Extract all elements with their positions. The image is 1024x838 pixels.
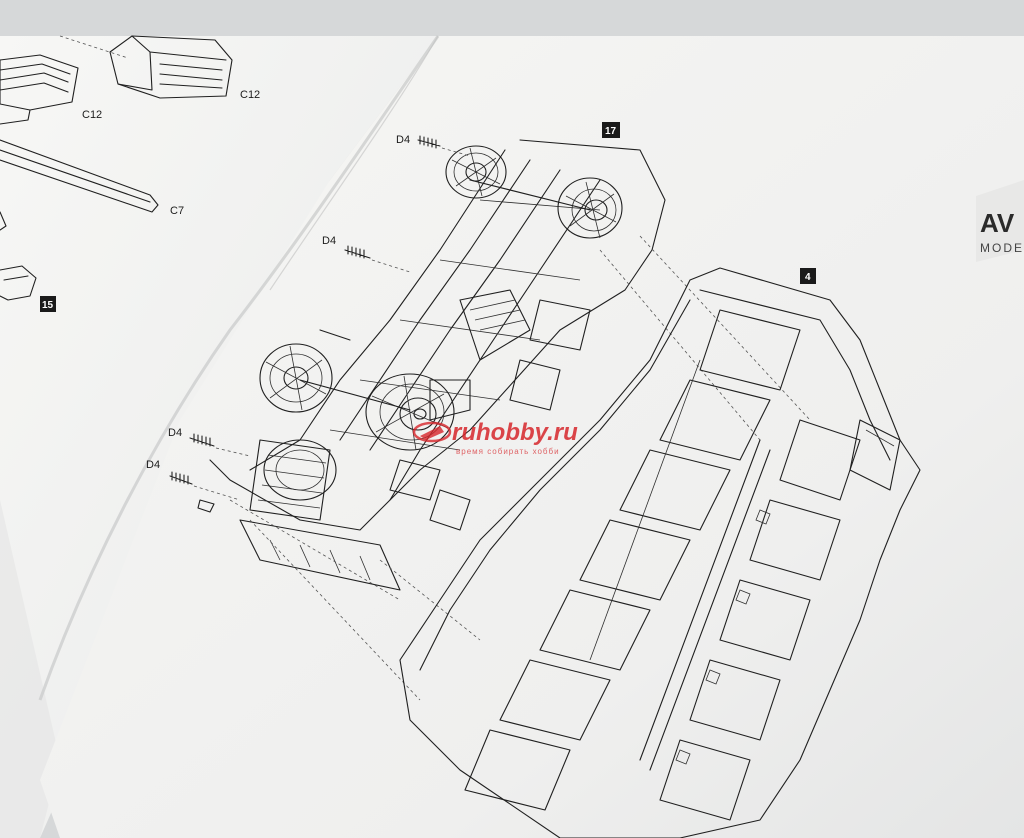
brand-logo: AV MODE	[976, 180, 1024, 262]
spare-wheel	[263, 439, 337, 501]
watermark-logo-icon	[412, 421, 452, 443]
brand-logo-sub: MODE	[980, 241, 1024, 255]
wheel-rear-right	[365, 373, 455, 451]
label-c12-right: C12	[240, 89, 260, 101]
label-d4-2: D4	[322, 235, 336, 247]
part-c12-right	[109, 35, 233, 99]
label-d4-4: D4	[146, 459, 160, 471]
label-d4-1: D4	[396, 134, 410, 146]
label-d4-3: D4	[168, 427, 182, 439]
step-badge-15-label: 15	[42, 300, 54, 311]
step-badge-17-label: 17	[605, 126, 617, 137]
wheel-front-right	[557, 177, 623, 239]
page-spine	[38, 35, 440, 701]
watermark: ruhobby.ru время собирать хобби	[412, 419, 578, 456]
body-shell: 4	[399, 267, 921, 838]
screw-d4-2	[344, 245, 371, 259]
watermark-tagline: время собирать хобби	[456, 447, 560, 456]
brand-logo-text: AV	[980, 208, 1015, 238]
label-c12-left: C12	[82, 109, 102, 121]
left-page-parts: C12 C12 C7 15	[0, 35, 260, 312]
right-page	[38, 35, 1024, 838]
alignment-lines	[229, 235, 811, 701]
step-badge-17	[602, 122, 620, 138]
label-c7: C7	[170, 205, 184, 217]
part-c7-rail	[0, 139, 159, 213]
part-step15	[0, 211, 37, 301]
step-badge-15	[40, 296, 56, 312]
screw-d4-1	[417, 135, 441, 149]
watermark-text: ruhobby.ru	[452, 419, 578, 446]
wheel-front-left	[445, 145, 507, 199]
screw-d4-3	[189, 433, 215, 447]
wheel-rear-left	[259, 343, 333, 413]
step-badge-4-label: 4	[805, 272, 811, 283]
screw-d4-4	[169, 471, 193, 485]
part-c12-left	[0, 35, 129, 125]
chassis-assembly: 17	[146, 122, 666, 591]
step-badge-4	[800, 268, 816, 284]
